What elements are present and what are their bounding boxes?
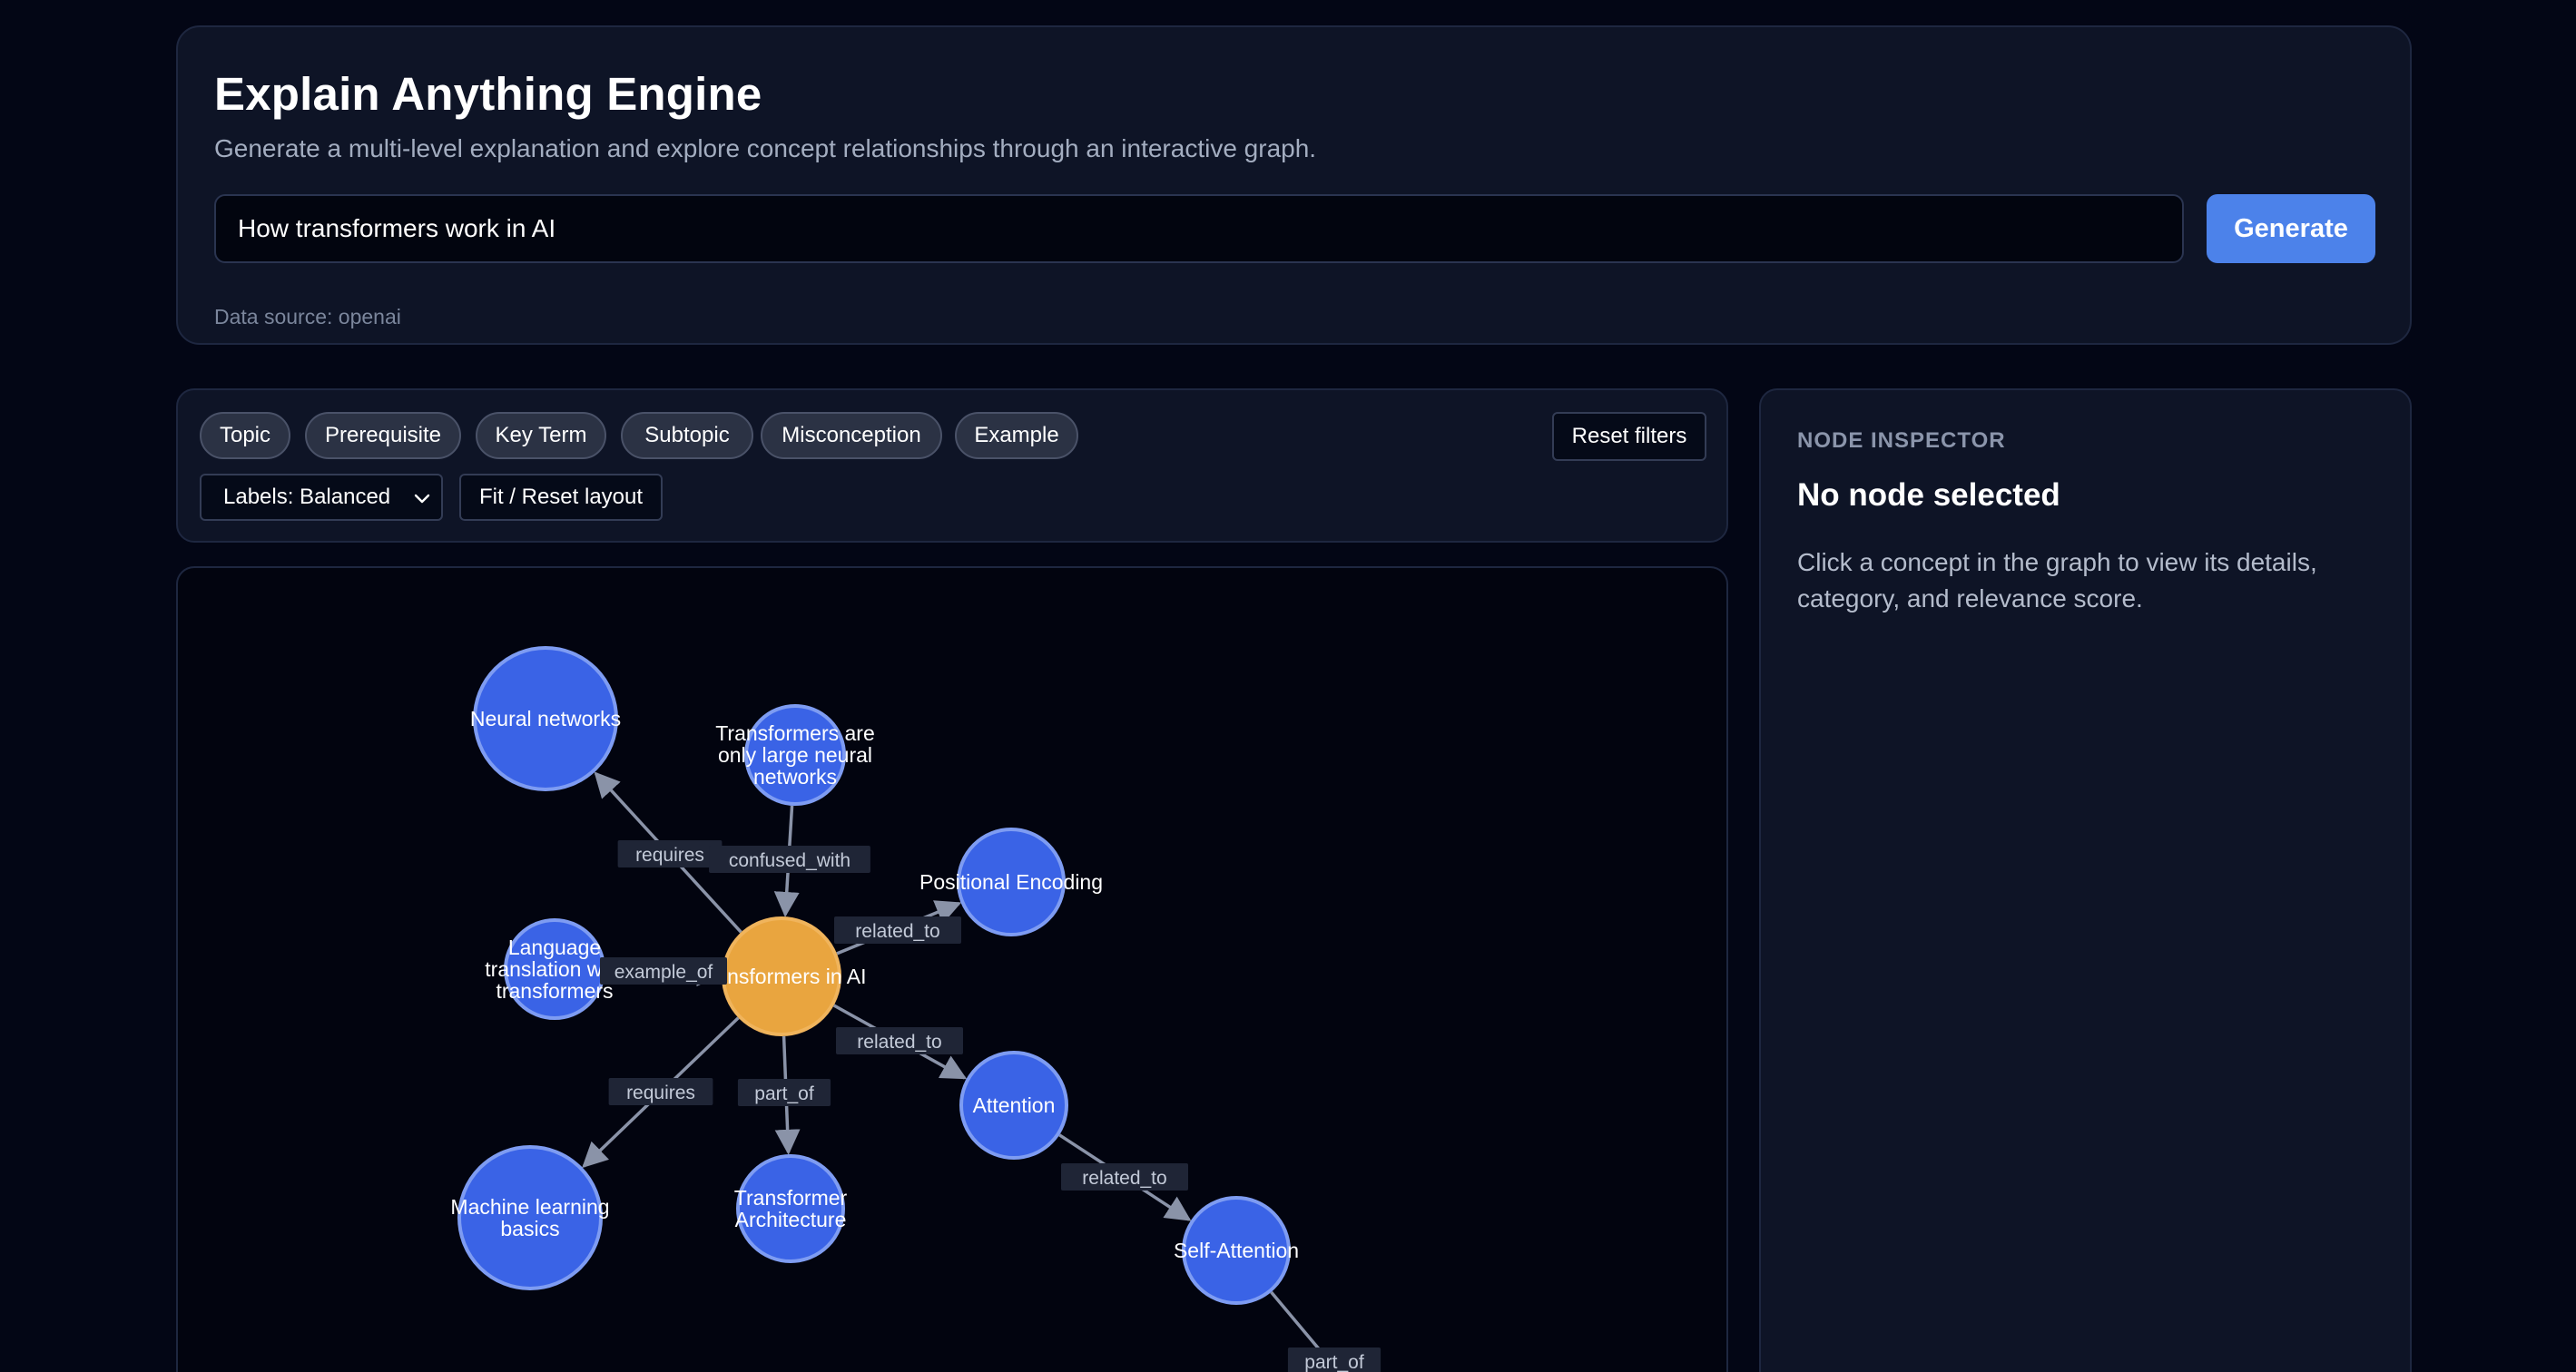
edge-label-bg [834,916,961,944]
graph-node-label-line: Positional Encoding [919,870,1103,894]
graph-node-circle[interactable] [744,704,846,806]
edge-label-bg [600,957,727,985]
labels-select[interactable]: Labels: Balanced [200,474,443,521]
graph-node-label-line: only large neural [718,743,872,767]
edge-label-text: part_of [1304,1352,1364,1372]
edge-label-bg [836,1027,963,1054]
filter-chip-example[interactable]: Example [955,412,1078,459]
edge-label-bg [1061,1163,1188,1191]
edge-label-text: related_to [857,1032,941,1053]
inspector-description: Click a concept in the graph to view its… [1797,548,2317,612]
graph-node-circle[interactable] [473,646,618,791]
graph-node-label-line: basics [500,1217,559,1240]
data-source-text: Data source: openai [214,305,401,328]
edge-label-text: requires [635,845,704,866]
graph-node-attention[interactable]: Attention [959,1051,1068,1160]
graph-node-circle[interactable] [457,1145,603,1290]
node-inspector: NODE INSPECTOR No node selected Click a … [1759,388,2412,1372]
edge-label-bg [737,1079,831,1106]
edge-label-bg [709,846,870,873]
graph-node-label: Self-Attention [1174,1239,1299,1262]
edge-label: confused_with [709,846,870,873]
edge-label: part_of [737,1079,831,1106]
fit-reset-layout-button[interactable]: Fit / Reset layout [459,474,663,521]
edge-label-text: related_to [855,921,939,942]
edge-label: requires [608,1078,713,1105]
edge-label: related_to [834,916,961,944]
graph-node-neural[interactable]: Neural networks [470,646,621,791]
edge-label: requires [617,840,723,867]
page-subtitle: Generate a multi-level explanation and e… [214,134,1317,162]
edge-label-text: requires [626,1083,695,1103]
edge-label: related_to [836,1027,963,1054]
graph-node-label-line: Neural networks [470,707,621,730]
filter-chip-subtopic[interactable]: Subtopic [621,412,753,459]
graph-node-label-line: networks [753,765,837,789]
graph-node-label-line: transformers [496,979,613,1003]
chevron-down-icon [414,494,430,504]
inspector-title: No node selected [1797,477,2060,513]
graph-node-label: Positional Encoding [919,870,1103,894]
edge-label-bg [1287,1348,1381,1372]
reset-filters-button[interactable]: Reset filters [1552,412,1706,461]
edge-label: example_of [600,957,727,985]
filter-chip-prerequisite[interactable]: Prerequisite [305,412,461,459]
graph-node-circle[interactable] [736,1154,845,1263]
header-card: Explain Anything Engine Generate a multi… [176,25,2412,345]
graph-node-circle[interactable] [957,828,1066,936]
labels-select-value: Labels: Balanced [223,485,391,509]
graph-node-label: Neural networks [470,707,621,730]
inspector-heading: NODE INSPECTOR [1797,428,2006,453]
edge-label-bg [608,1078,713,1105]
generate-button[interactable]: Generate [2207,194,2375,263]
edge-label-text: example_of [615,962,713,983]
edge-label: related_to [1061,1163,1188,1191]
graph-node-label-line: Attention [973,1093,1056,1117]
graph-node-selfattention[interactable]: Self-Attention [1174,1196,1299,1305]
graph-node-label-line: Machine learning [450,1195,609,1219]
edge-label-text: part_of [754,1083,814,1104]
graph-node-circle[interactable] [959,1051,1068,1160]
edge-label-bg [617,840,723,867]
filter-chip-misconception[interactable]: Misconception [761,412,942,459]
edge-label-text: confused_with [729,850,850,871]
graph-node-label-line: Self-Attention [1174,1239,1299,1262]
edge-label-text: related_to [1082,1168,1166,1189]
graph-node-label-line: Transformers are [715,721,875,745]
graph-node-circle[interactable] [1182,1196,1291,1305]
graph-node-label-line: Language [508,936,601,959]
graph-node-label-line: Transformer [734,1186,848,1210]
graph-controls: Topic Prerequisite Key Term Subtopic Mis… [176,388,1728,543]
filter-chip-key-term[interactable]: Key Term [476,412,606,459]
graph-node-label: Attention [973,1093,1056,1117]
page-title: Explain Anything Engine [214,68,762,120]
graph-node-positional[interactable]: Positional Encoding [919,828,1103,936]
query-input[interactable] [214,194,2184,263]
graph-node-label-line: Architecture [735,1208,847,1231]
edge-label: part_of [1287,1348,1381,1372]
filter-chip-topic[interactable]: Topic [200,412,290,459]
